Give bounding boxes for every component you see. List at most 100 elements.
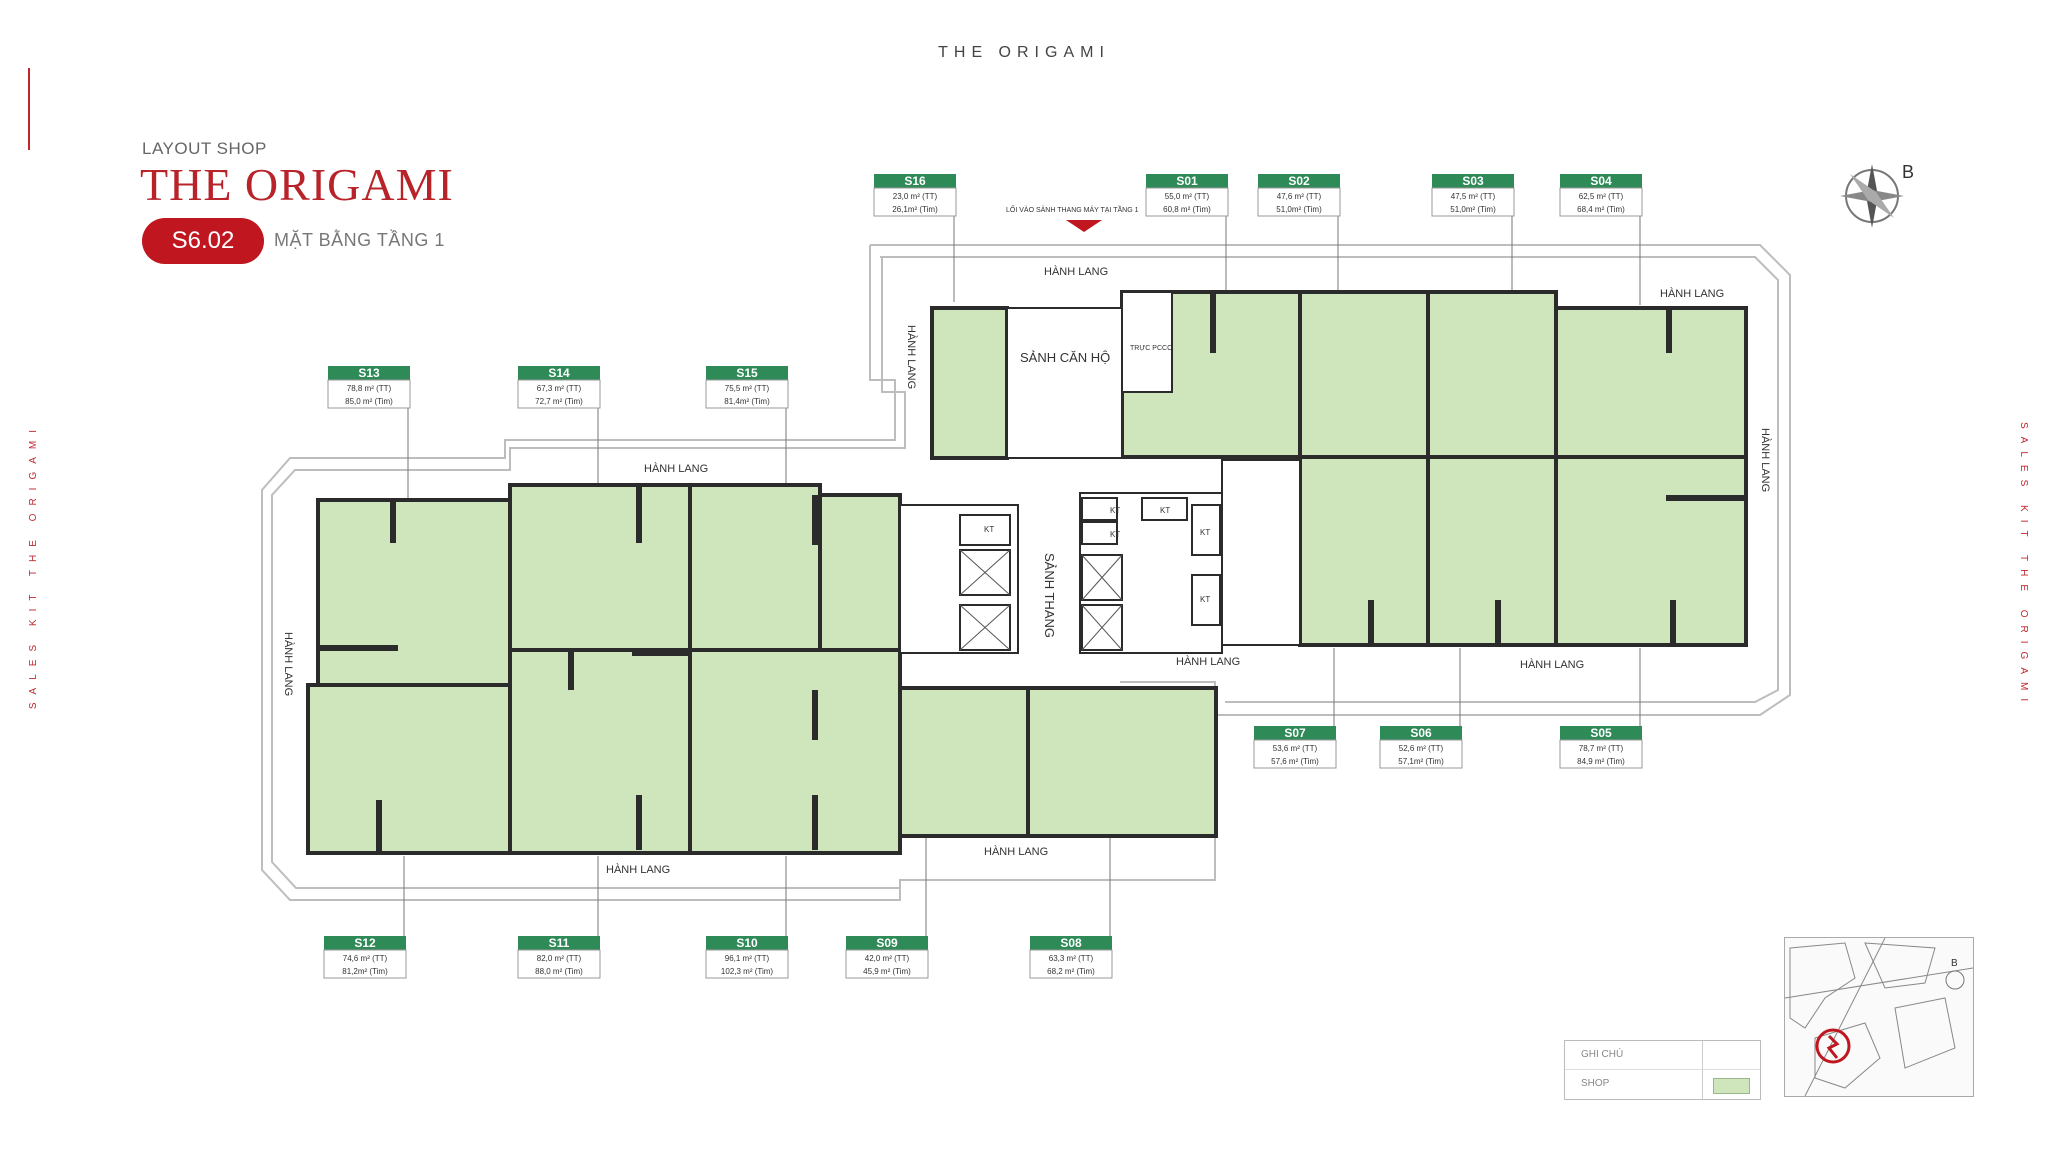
shop-area-tim: 81,2m² (Tim): [342, 967, 388, 976]
shop-area-tt: 75,5 m² (TT): [725, 384, 770, 393]
room-s09[interactable]: [898, 686, 1030, 838]
room-s04[interactable]: [1554, 306, 1748, 460]
accent-line: [28, 68, 30, 150]
tag-header: [846, 936, 928, 950]
shop-area-tim: 84,9 m² (Tim): [1577, 757, 1625, 766]
corridor-label: HÀNH LANG: [984, 845, 1048, 858]
elevator-marks: [959, 549, 1123, 651]
shop-area-tt: 47,5 m² (TT): [1451, 192, 1496, 201]
shop-area-tim: 57,1m² (Tim): [1398, 757, 1444, 766]
tag-header: [1030, 936, 1112, 950]
tag-header: [874, 174, 956, 188]
corridor-label: HÀNH LANG: [905, 325, 918, 389]
floor-label: MẶT BẰNG TẦNG 1: [274, 230, 445, 250]
minimap-compass-label: B: [1951, 958, 1958, 969]
tag-header: [518, 936, 600, 950]
tag-header: [1258, 174, 1340, 188]
legend-shop-swatch: [1713, 1078, 1750, 1094]
room-s12[interactable]: [306, 683, 512, 855]
shop-id: S16: [904, 174, 926, 188]
tag-header: [1380, 726, 1462, 740]
room-s03[interactable]: [1426, 290, 1558, 459]
tag-header: [1254, 726, 1336, 740]
kt-room-3: [1081, 521, 1118, 545]
shop-area-tt: 47,6 m² (TT): [1277, 192, 1322, 201]
building-badge: S6.02: [142, 218, 264, 264]
shop-area-tim: 57,6 m² (Tim): [1271, 757, 1319, 766]
room-s02[interactable]: [1298, 290, 1430, 459]
shop-id: S09: [876, 936, 898, 950]
entrance-note: LỐI VÀO SẢNH THANG MÁY TẠI TẦNG 1: [1006, 204, 1139, 214]
room-s15b[interactable]: [818, 493, 902, 652]
room-s16[interactable]: [930, 306, 1009, 460]
legend: GHI CHÚ SHOP: [1564, 1040, 1761, 1100]
tag-header: [328, 366, 410, 380]
tag-header: [1146, 174, 1228, 188]
kt-room-4: [1141, 497, 1188, 521]
tag-header: [1560, 726, 1642, 740]
room-s10[interactable]: [688, 648, 902, 855]
shop-area-tim: 88,0 m² (Tim): [535, 967, 583, 976]
kt-label: KT: [1110, 506, 1120, 515]
fire-room-label: TRỰC PCCC: [1130, 345, 1172, 352]
shop-area-tim: 68,4 m² (Tim): [1577, 205, 1625, 214]
shop-id: S12: [354, 936, 376, 950]
room-s06[interactable]: [1426, 455, 1558, 647]
tag-body: [873, 187, 957, 217]
room-s05[interactable]: [1554, 455, 1748, 647]
plan-labels: HÀNH LANG HÀNH LANG HÀNH LANG HÀNH LANG …: [282, 204, 1772, 876]
shop-area-tim: 85,0 m² (Tim): [345, 397, 393, 406]
room-s08[interactable]: [1026, 686, 1218, 838]
shop-area-tim: 45,9 m² (Tim): [863, 967, 911, 976]
shop-area-tt: 23,0 m² (TT): [893, 192, 938, 201]
tag-header: [1432, 174, 1514, 188]
shop-tag-s16[interactable]: S16 23,0 m² (TT) 26,1m² (Tim): [873, 174, 957, 302]
tag-body: [1253, 739, 1337, 769]
columns: [318, 293, 1746, 855]
room-s14[interactable]: [508, 483, 692, 652]
shop-id: S06: [1410, 726, 1432, 740]
kt-room-5: [1191, 504, 1221, 556]
shop-area-tt: 42,0 m² (TT): [865, 954, 910, 963]
shop-area-tt: 55,0 m² (TT): [1165, 192, 1210, 201]
corridor-label: HÀNH LANG: [1044, 265, 1108, 278]
site-minimap: B: [1784, 937, 1974, 1097]
tag-header: [324, 936, 406, 950]
tag-body: [517, 949, 601, 979]
tag-body: [323, 949, 407, 979]
entrance-arrow-icon: [1066, 220, 1102, 232]
page-title: THE ORIGAMI: [140, 159, 454, 210]
room-s07[interactable]: [1298, 455, 1430, 647]
room-s13[interactable]: [316, 498, 512, 687]
shop-area-tim: 26,1m² (Tim): [892, 205, 938, 214]
legend-shop-label: SHOP: [1581, 1078, 1610, 1089]
room-s11[interactable]: [508, 648, 692, 855]
shop-id: S01: [1176, 174, 1198, 188]
shop-id: S13: [358, 366, 380, 380]
tag-body: [1257, 187, 1341, 217]
room-s15[interactable]: [688, 483, 822, 652]
tag-body: [517, 379, 601, 409]
shop-id: S08: [1060, 936, 1082, 950]
fire-room: [1121, 291, 1173, 393]
shop-id: S05: [1590, 726, 1612, 740]
tag-body: [327, 379, 411, 409]
shop-area-tim: 72,7 m² (Tim): [535, 397, 583, 406]
layout-label: LAYOUT SHOP: [142, 139, 267, 158]
shop-tag-s09[interactable]: S09 42,0 m² (TT) 45,9 m² (Tim): [845, 838, 929, 979]
